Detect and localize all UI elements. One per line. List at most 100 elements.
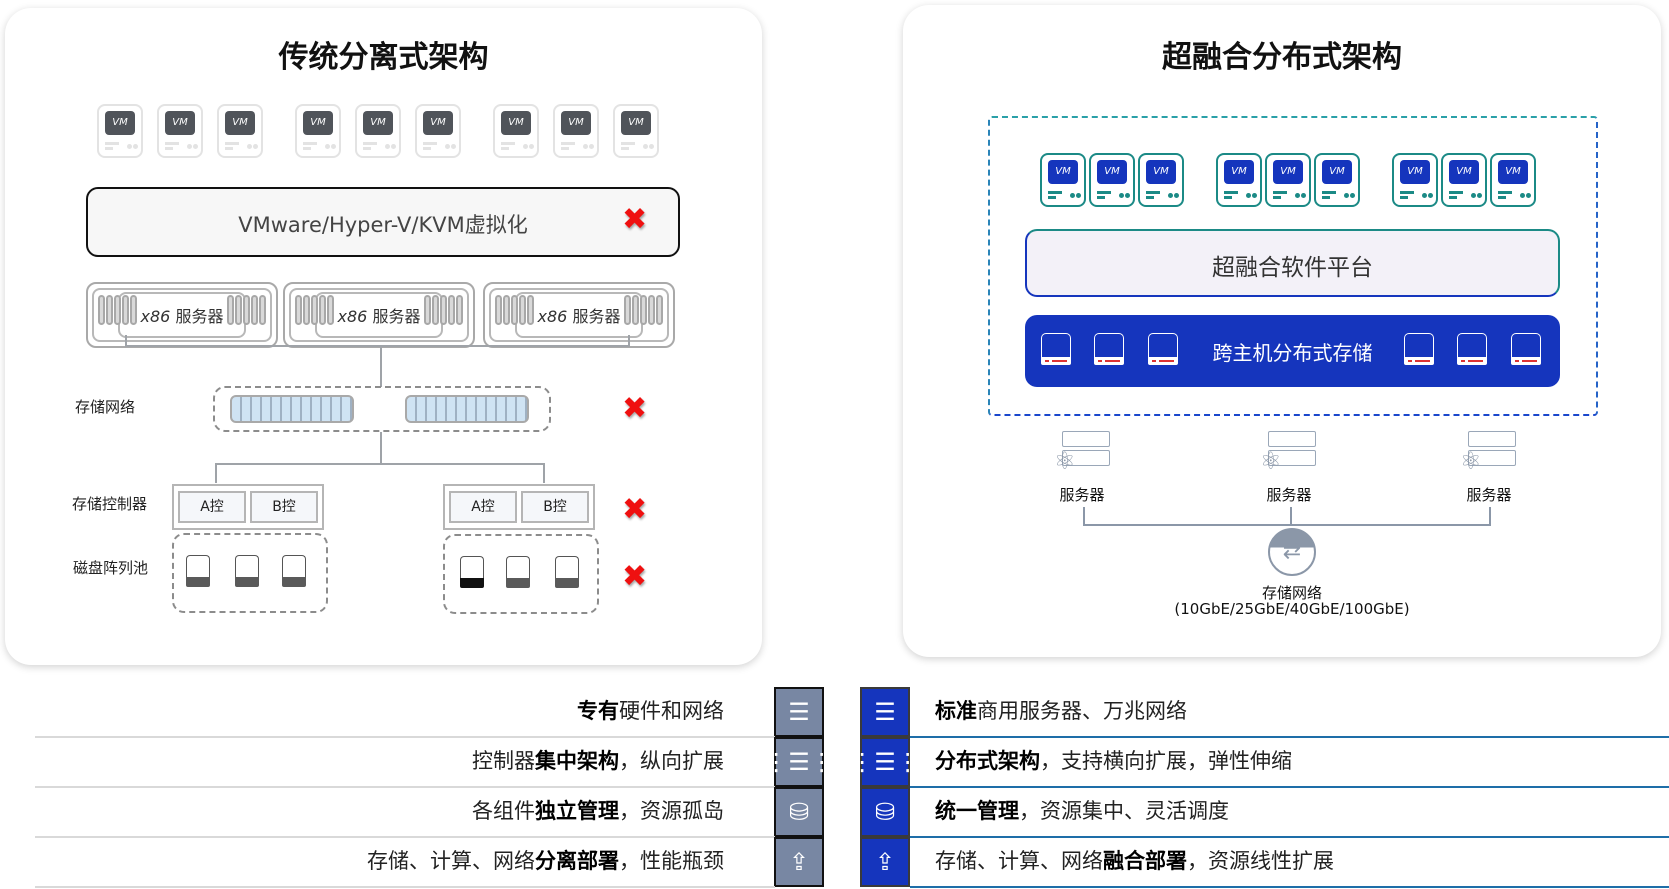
x86-server: x86 服务器 xyxy=(86,282,278,348)
row-divider xyxy=(35,736,775,738)
storage-controller-label: 存储控制器 xyxy=(72,495,148,513)
server-fans-icon xyxy=(624,295,663,325)
vm-detail xyxy=(1471,193,1476,198)
disk-icon xyxy=(282,555,306,587)
vm-screen: VM xyxy=(1097,160,1127,184)
feature-text: ，资源线性扩展 xyxy=(1187,849,1334,873)
vm-detail xyxy=(1449,196,1457,199)
feature-text: 各组件 xyxy=(472,799,535,823)
traditional-feature: 专有硬件和网络 xyxy=(577,695,724,725)
database-icon: ⛁ xyxy=(860,787,910,837)
feature-text: 独立管理 xyxy=(535,799,619,823)
vm-detail xyxy=(423,147,431,150)
hyperconverged-title: 超融合分布式架构 xyxy=(1162,40,1402,75)
vm-icon: VM xyxy=(157,104,203,158)
x-mark-icon: ✖ xyxy=(622,492,648,527)
vm-icon: VM xyxy=(355,104,401,158)
vm-detail xyxy=(1273,196,1281,199)
hyperconverged-software-platform: 超融合软件平台 xyxy=(1025,229,1560,297)
storage-label: 跨主机分布式存储 xyxy=(1212,341,1373,365)
vm-screen: VM xyxy=(1224,160,1254,184)
server-text: 服务器 xyxy=(372,307,421,326)
vm-detail xyxy=(385,144,390,149)
connector-line xyxy=(380,345,382,387)
server-node-icon: ⚛ xyxy=(1260,431,1316,481)
vm-detail xyxy=(561,142,575,145)
vm-detail xyxy=(1168,193,1173,198)
cloud-upload-server-icon: ⇪ xyxy=(860,837,910,887)
hyperconverged-feature: 统一管理，资源集中、灵活调度 xyxy=(935,795,1229,825)
x-mark-icon: ✖ xyxy=(622,391,648,426)
vm-detail xyxy=(561,147,569,150)
vm-detail xyxy=(247,144,252,149)
vm-detail xyxy=(1048,196,1056,199)
vm-detail xyxy=(187,144,192,149)
x86-server-label: x86 服务器 xyxy=(285,303,473,327)
vm-icon: VM xyxy=(493,104,539,158)
vm-icon: VM xyxy=(1441,153,1487,207)
connector-line xyxy=(125,335,127,347)
server-arch: x86 xyxy=(140,307,171,326)
virtualization-label: VMware/Hyper-V/KVM虚拟化 xyxy=(238,213,528,237)
hard-drive-icon xyxy=(1041,333,1071,365)
controller-b: B控 xyxy=(521,491,589,523)
vm-detail xyxy=(643,144,648,149)
server-fans-icon xyxy=(495,295,534,325)
vm-detail xyxy=(303,147,311,150)
vm-detail xyxy=(105,142,119,145)
vm-detail xyxy=(1498,196,1506,199)
vm-detail xyxy=(1097,196,1105,199)
disk-icon xyxy=(460,556,484,588)
row-divider xyxy=(910,836,1669,838)
network-speeds: (10GbE/25GbE/40GbE/100GbE) xyxy=(1174,600,1410,618)
vm-detail xyxy=(1224,191,1238,194)
feature-text: 融合部署 xyxy=(1103,849,1187,873)
network-line xyxy=(1489,507,1491,525)
server-frame xyxy=(92,288,272,342)
network-line xyxy=(1083,507,1085,525)
vm-detail xyxy=(1097,191,1111,194)
vm-detail xyxy=(1048,191,1062,194)
vm-screen: VM xyxy=(501,111,531,135)
distributed-storage-layer: 跨主机分布式存储 xyxy=(1025,315,1560,387)
feature-text: ，性能瓶颈 xyxy=(619,849,724,873)
vm-screen: VM xyxy=(303,111,333,135)
hyperconverged-feature: 存储、计算、网络融合部署，资源线性扩展 xyxy=(935,845,1334,875)
vm-detail xyxy=(423,142,437,145)
network-label: 存储网络 xyxy=(1261,584,1322,602)
server-frame xyxy=(289,288,469,342)
vm-icon: VM xyxy=(1216,153,1262,207)
disk-icon xyxy=(235,555,259,587)
connector-line xyxy=(215,463,217,483)
server-rack-icon: ☰ xyxy=(860,687,910,737)
disk-pool xyxy=(443,534,599,614)
vm-detail xyxy=(1422,193,1427,198)
storage-network-switches xyxy=(213,386,551,432)
server-text: 服务器 xyxy=(175,307,224,326)
vm-icon: VM xyxy=(295,104,341,158)
server-arch: x86 xyxy=(337,307,368,326)
vm-screen: VM xyxy=(621,111,651,135)
hard-drive-icon xyxy=(1148,333,1178,365)
vm-detail xyxy=(1070,193,1075,198)
network-line xyxy=(1290,507,1292,525)
vm-icon: VM xyxy=(415,104,461,158)
vm-screen: VM xyxy=(1322,160,1352,184)
server-arch: x86 xyxy=(537,307,568,326)
vm-icon: VM xyxy=(1265,153,1311,207)
vm-detail xyxy=(1295,193,1300,198)
server-fans-icon xyxy=(424,295,463,325)
vm-detail xyxy=(165,147,173,150)
vm-detail xyxy=(1146,191,1160,194)
feature-text: 存储、计算、网络 xyxy=(367,849,535,873)
connector-line xyxy=(380,432,382,464)
feature-text: 存储、计算、网络 xyxy=(935,849,1103,873)
vm-detail xyxy=(363,147,371,150)
vm-detail xyxy=(1273,191,1287,194)
x86-server-label: x86 服务器 xyxy=(88,303,276,327)
x-mark-icon: ✖ xyxy=(622,202,648,237)
vm-screen: VM xyxy=(225,111,255,135)
connector-line xyxy=(215,463,545,465)
vm-icon: VM xyxy=(1138,153,1184,207)
vm-detail xyxy=(621,142,635,145)
